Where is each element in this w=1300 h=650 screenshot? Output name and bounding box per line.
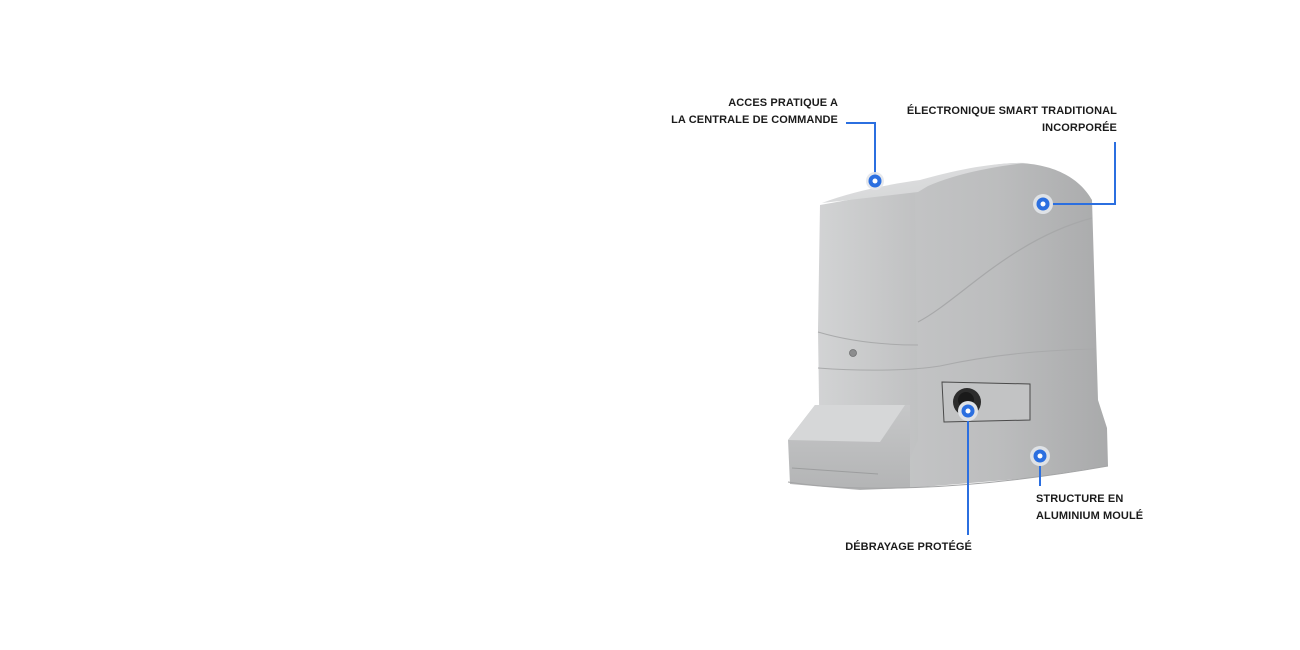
marker-structure xyxy=(1030,446,1050,466)
leader-line-electronique xyxy=(1048,142,1116,205)
motor-base-bottom xyxy=(787,465,1109,489)
callout-acces: ACCES PRATIQUE A LA CENTRALE DE COMMANDE xyxy=(640,95,838,129)
callout-markers xyxy=(866,172,1053,466)
motor-horizontal-seam xyxy=(817,331,1096,371)
motor-left-column xyxy=(818,188,918,470)
marker-acces xyxy=(866,172,884,190)
callout-electronique: ÉLECTRONIQUE SMART TRADITIONAL INCORPORÉ… xyxy=(880,103,1117,137)
callout-electronique-line2: INCORPORÉE xyxy=(1042,122,1117,134)
gate-motor-illustration xyxy=(787,162,1109,490)
callout-acces-line2: LA CENTRALE DE COMMANDE xyxy=(671,114,838,126)
callout-acces-line1: ACCES PRATIQUE A xyxy=(728,97,838,109)
callout-structure: STRUCTURE EN ALUMINIUM MOULÉ xyxy=(1036,491,1176,525)
motor-base-top xyxy=(788,405,905,442)
callout-structure-line2: ALUMINIUM MOULÉ xyxy=(1036,510,1144,522)
marker-debrayage xyxy=(958,401,978,421)
motor-top-lid xyxy=(822,162,1025,203)
callout-electronique-line1: ÉLECTRONIQUE SMART TRADITIONAL xyxy=(906,105,1117,117)
screw-icon xyxy=(849,349,857,357)
leader-line-acces xyxy=(846,122,876,176)
motor-main-body xyxy=(905,163,1108,488)
callout-debrayage: DÉBRAYAGE PROTÉGÉ xyxy=(830,539,972,556)
callout-debrayage-line1: DÉBRAYAGE PROTÉGÉ xyxy=(845,541,972,553)
marker-electronique xyxy=(1033,194,1053,214)
callout-structure-line1: STRUCTURE EN xyxy=(1036,493,1124,505)
motor-cover-seam xyxy=(917,217,1093,323)
motor-base-edge xyxy=(791,467,879,475)
callout-lines xyxy=(846,122,1116,535)
